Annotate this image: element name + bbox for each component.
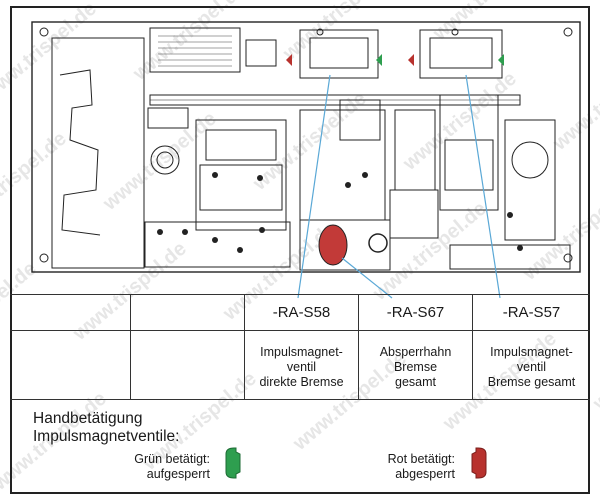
legend-red-line: Rot betätigt: xyxy=(387,452,455,466)
component-id: -RA-S67 xyxy=(386,304,445,321)
leader-s58 xyxy=(297,74,331,299)
component-desc-line: Bremse xyxy=(393,360,438,374)
component-desc-line: ventil xyxy=(286,360,317,374)
component-desc-line: gesamt xyxy=(395,375,436,389)
right-valve-block xyxy=(439,94,499,211)
component-desc-line: Impulsmagnet- xyxy=(490,345,573,359)
component-cell-s67: -RA-S67 Absperrhahn Bremse gesamt xyxy=(358,295,472,399)
leader-s57 xyxy=(465,74,501,299)
component-desc-line: direkte Bremse xyxy=(259,375,344,389)
diagram-frame xyxy=(10,6,590,494)
legend-green: Grün betätigt: aufgesperrt xyxy=(110,452,210,482)
right-cylinder xyxy=(511,141,549,179)
red-handle-s57 xyxy=(408,54,414,66)
legend-red: Rot betätigt: abgesperrt xyxy=(355,452,455,482)
component-table: -RA-S58 Impulsmagnet- ventil direkte Bre… xyxy=(10,294,590,400)
red-handle-icon xyxy=(471,447,487,479)
component-desc-line: Impulsmagnet- xyxy=(260,345,343,359)
terminal-connector xyxy=(149,27,241,73)
legend-green-line: Grün betätigt: xyxy=(134,452,210,466)
left-bracket xyxy=(51,37,145,269)
component-desc-line: Absperrhahn xyxy=(379,345,452,359)
component-desc-line: ventil xyxy=(516,360,547,374)
leader-s67 xyxy=(341,257,393,299)
shutoff-valve-s67 xyxy=(318,224,348,266)
left-cutout xyxy=(59,69,101,236)
legend-title: Handbetätigung Impulsmagnetventile: xyxy=(33,410,179,446)
component-id: -RA-S57 xyxy=(502,304,561,321)
mounting-hole xyxy=(563,27,573,37)
component-desc-line: Bremse gesamt xyxy=(487,375,576,389)
legend-green-line: aufgesperrt xyxy=(146,467,210,481)
component-cell-s57: -RA-S57 Impulsmagnet- ventil Bremse gesa… xyxy=(472,295,590,399)
component-id: -RA-S58 xyxy=(272,304,331,321)
green-handle-s57 xyxy=(498,54,504,66)
mounting-hole xyxy=(563,253,573,263)
mounting-plate xyxy=(31,21,581,273)
valve-manifold-s57 xyxy=(419,29,503,79)
legend-title-line: Impulsmagnetventile: xyxy=(33,428,180,445)
legend-red-line: abgesperrt xyxy=(395,467,455,481)
mounting-hole xyxy=(39,27,49,37)
valve-manifold-s58 xyxy=(299,29,379,79)
legend-title-line: Handbetätigung xyxy=(33,410,143,427)
component-cell-s58: -RA-S58 Impulsmagnet- ventil direkte Bre… xyxy=(244,295,358,399)
middle-valve-block xyxy=(299,109,386,221)
green-handle-icon xyxy=(225,447,241,479)
red-handle-s58 xyxy=(286,54,292,66)
mounting-hole xyxy=(39,253,49,263)
brake-unit-left xyxy=(195,119,287,231)
green-handle-s58 xyxy=(376,54,382,66)
pressure-gauge xyxy=(150,145,180,175)
